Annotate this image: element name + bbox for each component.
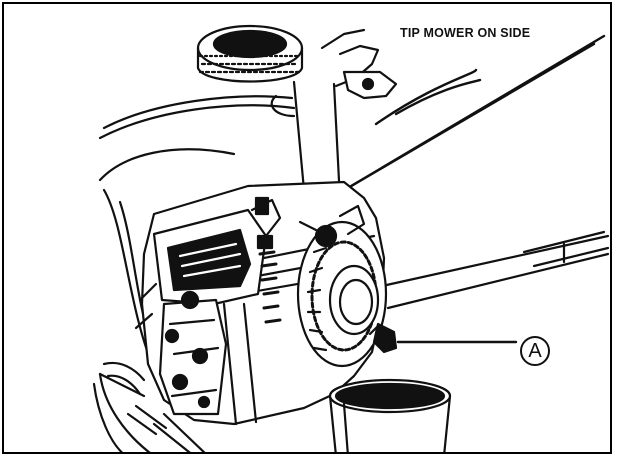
fuel-cap: [196, 24, 304, 83]
callout-label-a: A: [528, 340, 542, 362]
drain-container: [328, 378, 452, 452]
filler-neck: [270, 28, 398, 202]
carburetor-linkage: [134, 282, 228, 416]
instruction-caption: TIP MOWER ON SIDE: [400, 26, 531, 40]
handle-bars: [380, 230, 610, 310]
diagram-frame: TIP MOWER ON SIDE A: [2, 2, 612, 454]
oil-drain-plug: [368, 322, 398, 354]
mower-engine-illustration: [92, 24, 610, 452]
engine-shroud: [152, 196, 282, 306]
lower-housing: [102, 361, 168, 436]
callout-circle: [520, 336, 550, 366]
mower-deck-outline: [92, 95, 296, 452]
front-vents: [258, 250, 282, 324]
spark-plug: [298, 204, 366, 248]
recoil-starter: [296, 220, 388, 368]
